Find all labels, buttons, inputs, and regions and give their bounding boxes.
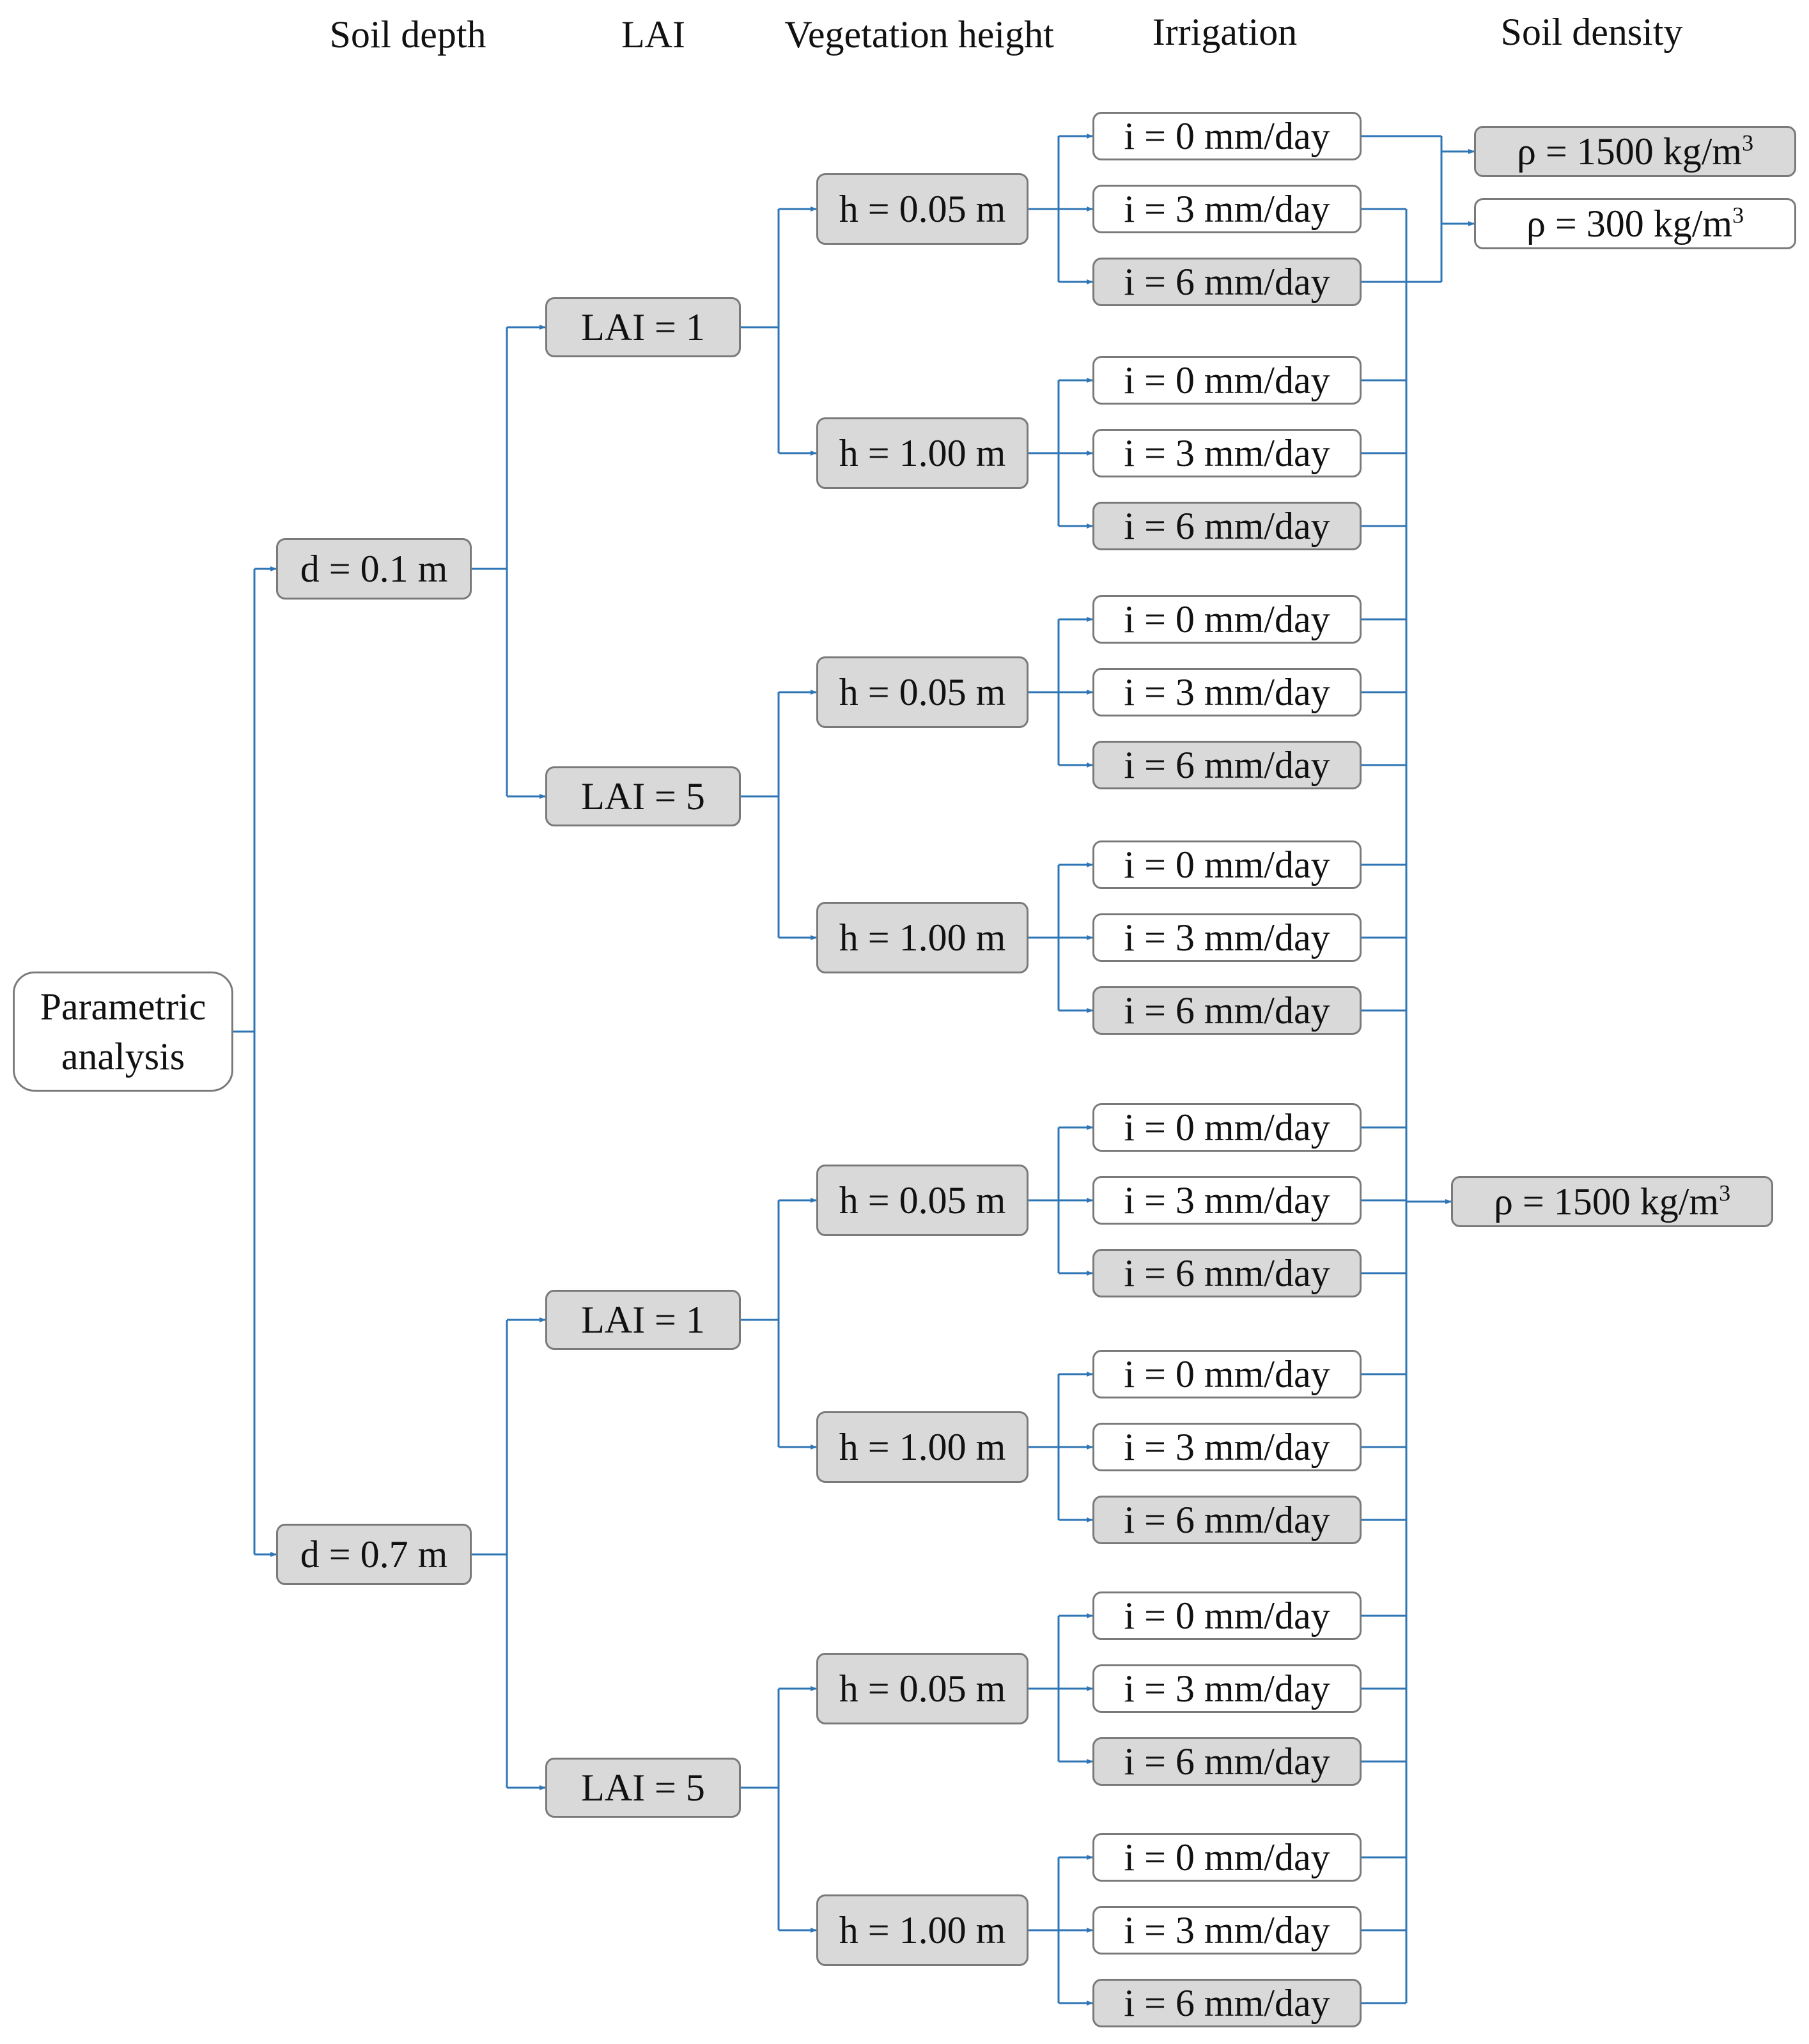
density-node-top-300: ρ = 300 kg/m3 [1474, 198, 1796, 249]
height-node: h = 0.05 m [816, 1165, 1029, 1236]
lai-node: LAI = 5 [545, 766, 741, 826]
height-node: h = 1.00 m [816, 902, 1029, 973]
irrigation-node: i = 6 mm/day [1092, 1249, 1362, 1297]
header-vegetation-height: Vegetation height [784, 13, 1054, 56]
irrigation-node: i = 0 mm/day [1092, 1591, 1362, 1640]
irrigation-node: i = 6 mm/day [1092, 1496, 1362, 1544]
irrigation-node: i = 6 mm/day [1092, 1979, 1362, 2027]
irrigation-node: i = 3 mm/day [1092, 1423, 1362, 1471]
height-node: h = 0.05 m [816, 1653, 1029, 1724]
root-line-2: analysis [61, 1035, 185, 1078]
irrigation-node: i = 6 mm/day [1092, 258, 1362, 306]
height-node: h = 1.00 m [816, 417, 1029, 489]
irrigation-node: i = 3 mm/day [1092, 913, 1362, 962]
irrigation-node: i = 3 mm/day [1092, 1906, 1362, 1955]
irrigation-node: i = 6 mm/day [1092, 1737, 1362, 1786]
irrigation-node: i = 6 mm/day [1092, 986, 1362, 1035]
root-line-1: Parametric [40, 986, 206, 1028]
irrigation-node: i = 0 mm/day [1092, 595, 1362, 644]
height-node: h = 0.05 m [816, 173, 1029, 245]
irrigation-node: i = 0 mm/day [1092, 1350, 1362, 1398]
depth-node: d = 0.1 m [276, 538, 472, 600]
irrigation-node: i = 6 mm/day [1092, 741, 1362, 789]
irrigation-node: i = 0 mm/day [1092, 840, 1362, 889]
lai-node: LAI = 1 [545, 297, 741, 357]
header-lai: LAI [621, 13, 685, 56]
header-irrigation: Irrigation [1152, 11, 1298, 53]
irrigation-node: i = 0 mm/day [1092, 112, 1362, 160]
depth-node: d = 0.7 m [276, 1524, 472, 1585]
irrigation-node: i = 3 mm/day [1092, 429, 1362, 477]
height-node: h = 1.00 m [816, 1411, 1029, 1483]
irrigation-node: i = 0 mm/day [1092, 356, 1362, 405]
height-node: h = 0.05 m [816, 656, 1029, 728]
root-node: Parametric analysis [13, 972, 233, 1092]
header-soil-depth: Soil depth [329, 13, 486, 56]
lai-node: LAI = 1 [545, 1290, 741, 1350]
density-top-1500-text: ρ = 1500 kg/m3 [1516, 129, 1754, 173]
density-node-bottom-1500: ρ = 1500 kg/m3 [1451, 1176, 1773, 1227]
irrigation-node: i = 0 mm/day [1092, 1833, 1362, 1882]
lai-node: LAI = 5 [545, 1758, 741, 1818]
density-node-top-1500: ρ = 1500 kg/m3 [1474, 126, 1796, 177]
header-soil-density: Soil density [1500, 11, 1683, 53]
irrigation-node: i = 3 mm/day [1092, 1176, 1362, 1225]
irrigation-node: i = 6 mm/day [1092, 502, 1362, 550]
irrigation-node: i = 3 mm/day [1092, 185, 1362, 233]
irrigation-node: i = 3 mm/day [1092, 668, 1362, 716]
height-node: h = 1.00 m [816, 1894, 1029, 1966]
density-top-300-text: ρ = 300 kg/m3 [1526, 201, 1744, 245]
density-bottom-1500-text: ρ = 1500 kg/m3 [1493, 1179, 1731, 1223]
irrigation-node: i = 3 mm/day [1092, 1664, 1362, 1713]
irrigation-node: i = 0 mm/day [1092, 1103, 1362, 1152]
